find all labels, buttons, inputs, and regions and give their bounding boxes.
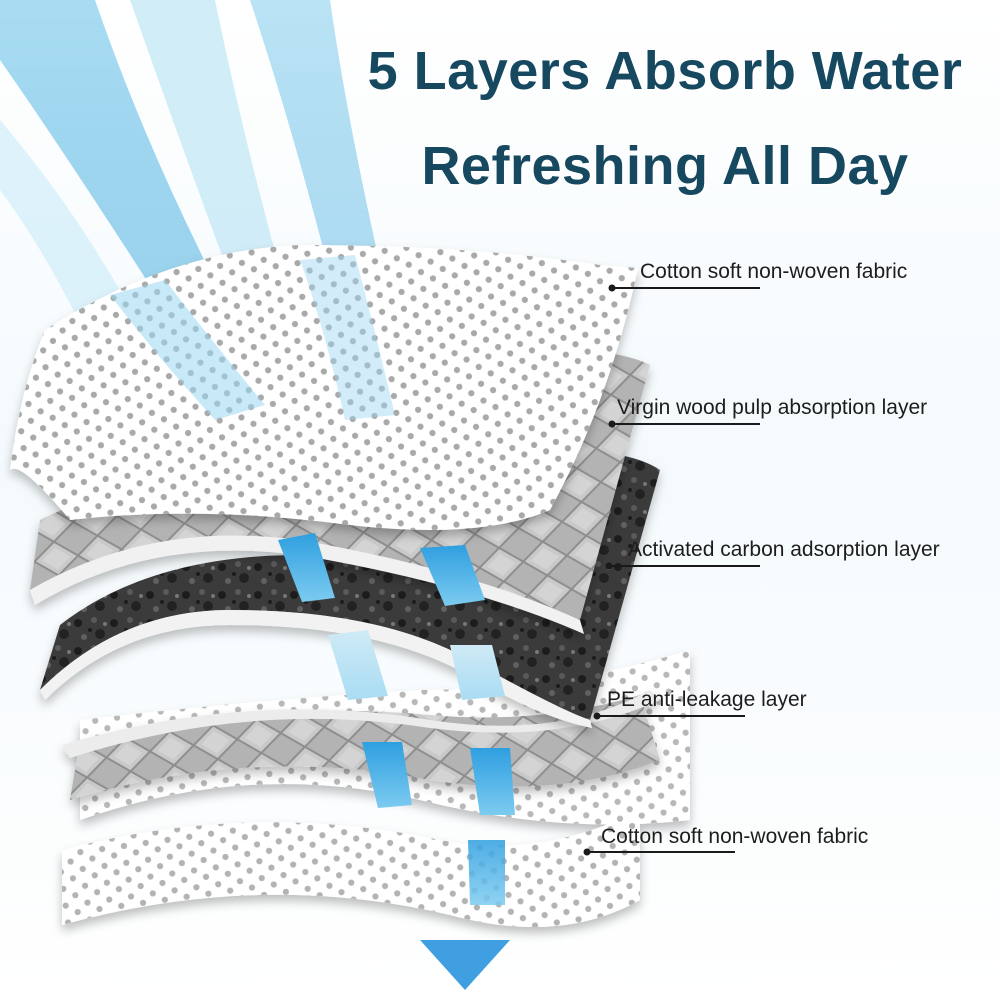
label-wood-pulp: Virgin wood pulp absorption layer [617, 396, 928, 419]
label-cotton-top: Cotton soft non-woven fabric [640, 260, 908, 283]
down-arrow-icon [420, 940, 510, 990]
water-streams [278, 533, 515, 905]
layer-top-fabric [10, 245, 638, 530]
title-line-1: 5 Layers Absorb Water [367, 41, 963, 101]
label-activated-carbon: Activated carbon adsorption layer [628, 538, 940, 561]
leader-lines [583, 284, 760, 856]
label-pe-layer: PE anti-leakage layer [607, 688, 807, 711]
label-cotton-bottom: Cotton soft non-woven fabric [601, 825, 869, 848]
title-line-2: Refreshing All Day [421, 136, 909, 196]
